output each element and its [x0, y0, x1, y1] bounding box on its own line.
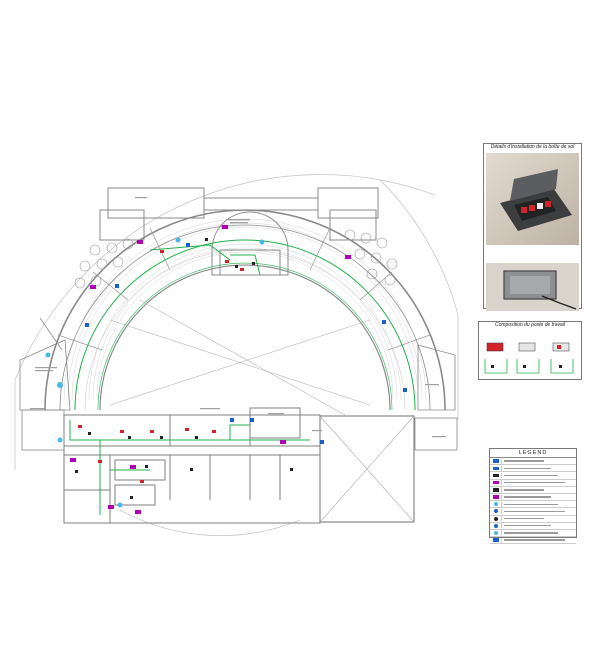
legend-rows	[490, 458, 576, 545]
legend-item	[490, 494, 576, 502]
lower-boundary-arc	[119, 509, 301, 537]
legend-item	[490, 458, 576, 466]
workstation-composition-drawing	[484, 342, 574, 374]
legend-panel: LEGEND	[489, 448, 577, 545]
legend-item	[490, 480, 576, 487]
legend-item-text	[504, 517, 544, 520]
purple-rect-icon	[490, 494, 502, 500]
blue-square-icon	[490, 537, 502, 543]
site-boundary-arc	[14, 174, 436, 470]
legend-item-text	[504, 532, 558, 534]
legend-item	[490, 508, 576, 516]
black-rect-icon	[490, 487, 502, 493]
detail-panel-title: Détails d'installation de la boîte de so…	[490, 144, 575, 150]
legend-item-text	[504, 510, 565, 513]
cyan-drop-icon	[490, 501, 502, 507]
cable-routes	[69, 239, 416, 515]
seating-rows	[63, 218, 427, 401]
floor-box-photo-closed	[486, 263, 579, 311]
socket-purple-group	[70, 225, 351, 514]
black-rect-icon	[490, 472, 502, 478]
cyan-drop-icon	[490, 530, 502, 536]
workstation-composition-panel: Composition du poste de travail	[478, 321, 582, 380]
room-label-bars	[30, 197, 446, 438]
purple-rect-icon	[490, 480, 502, 486]
legend-item-text	[504, 489, 544, 491]
stage-cross	[109, 299, 371, 416]
blue-rect-icon	[490, 458, 502, 464]
legend-item	[490, 501, 576, 509]
legend-item-text	[504, 525, 551, 527]
legend-item-text	[504, 467, 551, 469]
socket-black-group	[75, 238, 293, 499]
composition-panel-title: Composition du poste de travail	[494, 322, 566, 328]
legend-item	[490, 465, 576, 473]
legend-item	[490, 523, 576, 530]
blue-rect-icon	[490, 465, 502, 471]
office-block	[63, 407, 321, 524]
blue-drop-icon	[490, 508, 502, 514]
black-circle-icon	[490, 516, 502, 522]
legend-item-text	[504, 503, 558, 505]
floor-box-photo-open	[486, 153, 579, 245]
legend-title: LEGEND	[490, 449, 576, 458]
legend-item-text	[504, 481, 565, 484]
legend-item-text	[504, 539, 565, 541]
blue-drop-icon	[490, 523, 502, 529]
site-boundary-arc-right	[379, 179, 459, 420]
left-wing-tables	[74, 229, 398, 289]
legend-item	[490, 487, 576, 494]
legend-item	[490, 472, 576, 480]
socket-blue-group	[85, 243, 407, 444]
legend-item-text	[504, 460, 544, 462]
right-outer-wing	[414, 344, 458, 451]
floor-box-detail-panel: Détails d'installation de la boîte de so…	[483, 143, 582, 311]
socket-cyan-group	[45, 237, 265, 508]
legend-item	[490, 516, 576, 523]
legend-item-text	[504, 474, 558, 477]
legend-item-text	[504, 496, 551, 498]
legend-item	[490, 530, 576, 538]
socket-red-group	[78, 250, 244, 483]
legend-item	[490, 537, 576, 545]
courtyard-square	[319, 415, 415, 523]
